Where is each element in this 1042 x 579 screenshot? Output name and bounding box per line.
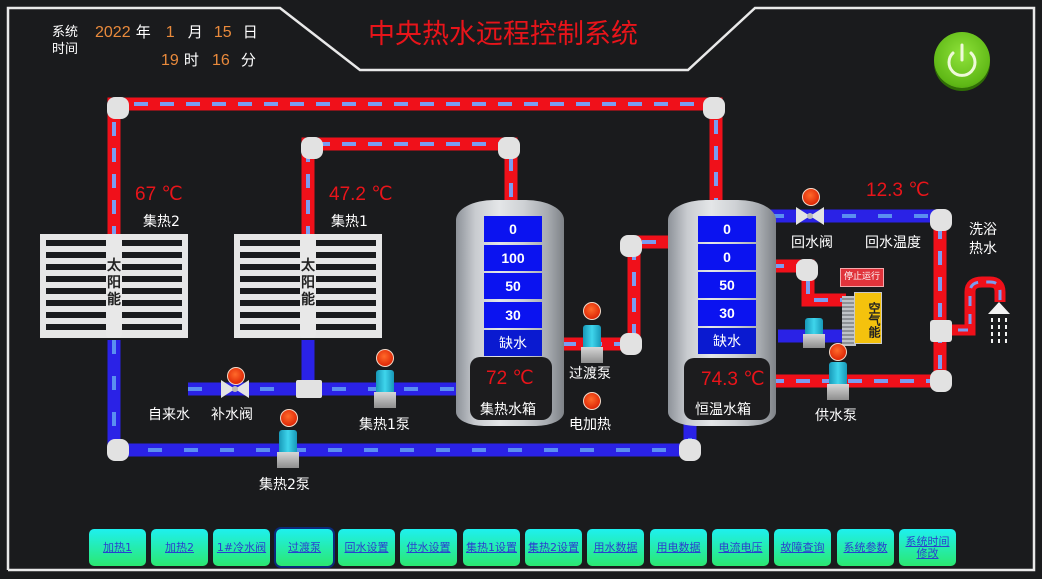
constant-level-empty: 缺水 [698,328,756,354]
time-display: 19 时 16 分 [161,49,256,70]
solar-panel-2-text: 太阳能 [107,258,121,308]
collector1-pump-label: 集热1泵 [359,417,410,433]
page-title: 中央热水远程控制系统 [368,19,638,50]
month-value: 1 [165,24,175,41]
constant-tank-display: 74.3 ℃ 恒温水箱 [684,358,770,420]
circulation-pump-icon[interactable] [803,318,825,352]
electric-heat-label: 电加热 [569,417,611,433]
system-time-label-line2: 时间 [52,42,79,57]
collector-tank-display: 72 ℃ 集热水箱 [470,357,552,420]
btn-power-data[interactable]: 用电数据 [650,529,707,566]
solar-panel-1-text: 太阳能 [301,258,315,308]
collector2-pump-icon[interactable] [277,430,299,470]
hour-unit: 时 [183,51,199,69]
collector1-pump-indicator [376,349,394,367]
constant-level-4: 30 [698,300,756,326]
air-unit-text: 空气能 [854,292,882,344]
bath-water-label: 洗浴 热水 [969,221,997,259]
collector1-temp: 47.2 ℃ [329,184,393,205]
year-value: 2022 [95,24,131,41]
day-value: 15 [213,24,232,41]
power-button[interactable] [934,32,990,88]
btn-supply-settings[interactable]: 供水设置 [400,529,457,566]
collector2-temp: 67 ℃ [135,184,183,205]
day-unit: 日 [242,23,258,41]
collector-level-3: 50 [484,273,542,299]
btn-fault-query[interactable]: 故障查询 [774,529,831,566]
collector-level-1: 0 [484,216,542,242]
btn-heat-1[interactable]: 加热1 [89,529,146,566]
valve-icon[interactable] [221,380,249,398]
collector2-pump-indicator [280,409,298,427]
shower-icon [988,302,1010,346]
btn-water-data[interactable]: 用水数据 [587,529,644,566]
collector-level-empty: 缺水 [484,330,542,356]
collector2-label: 集热2 [143,214,180,230]
constant-level-1: 0 [698,216,756,242]
btn-collector2-settings[interactable]: 集热2设置 [525,529,582,566]
supply-pump-label: 供水泵 [815,408,857,424]
constant-tank-temp: 74.3 ℃ [701,369,765,390]
bath-water-label-line1: 洗浴 [969,222,997,238]
return-temp-value: 12.3 ℃ [866,180,930,201]
makeup-valve-indicator [227,367,245,385]
transfer-pump-label: 过渡泵 [569,366,611,382]
makeup-valve-label: 补水阀 [211,407,253,423]
hour-value: 19 [161,52,179,69]
return-valve-indicator [802,188,820,206]
btn-heat-2[interactable]: 加热2 [151,529,208,566]
solar-panel-2 [40,234,188,338]
constant-level-3: 50 [698,272,756,298]
month-unit: 月 [187,23,203,41]
btn-current-voltage[interactable]: 电流电压 [712,529,769,566]
collector-level-4: 30 [484,302,542,328]
btn-system-params[interactable]: 系统参数 [837,529,894,566]
minute-unit: 分 [240,51,256,69]
collector2-pump-label: 集热2泵 [259,477,310,493]
minute-value: 16 [212,52,230,69]
tap-water-label: 自来水 [148,407,190,423]
supply-pump-indicator [829,343,847,361]
return-valve-label: 回水阀 [791,235,833,251]
system-time-label: 系统 时间 [52,24,78,58]
collector-tank-name: 集热水箱 [480,402,536,418]
btn-return-settings[interactable]: 回水设置 [338,529,395,566]
bath-water-label-line2: 热水 [969,241,997,257]
date-display: 2022 年 1 月 15 日 [95,21,258,42]
transfer-pump-icon[interactable] [581,325,603,365]
supply-pump-icon[interactable] [827,362,849,402]
air-source-heat-pump[interactable]: 空气能 [842,292,882,346]
collector-level-2: 100 [484,245,542,271]
return-temp-label: 回水温度 [865,235,921,251]
btn-cold-valve-1[interactable]: 1#冷水阀 [213,529,270,566]
btn-collector1-settings[interactable]: 集热1设置 [463,529,520,566]
power-icon [947,43,977,77]
system-time-label-line1: 系统 [52,25,79,40]
air-unit-status-badge: 停止运行 [840,268,884,287]
constant-level-2: 0 [698,244,756,270]
constant-tank-name: 恒温水箱 [695,402,751,418]
electric-heat-indicator [583,392,601,410]
transfer-pump-indicator [583,302,601,320]
return-valve-icon[interactable] [796,207,824,225]
pipe-elbows [107,97,952,461]
btn-system-time-edit[interactable]: 系统时间修改 [899,529,956,566]
collector-tank-temp: 72 ℃ [486,368,534,389]
year-unit: 年 [135,23,151,41]
collector1-pump-icon[interactable] [374,370,396,410]
solar-panel-1 [234,234,382,338]
btn-transfer-pump[interactable]: 过渡泵 [276,529,333,566]
collector1-label: 集热1 [331,214,368,230]
